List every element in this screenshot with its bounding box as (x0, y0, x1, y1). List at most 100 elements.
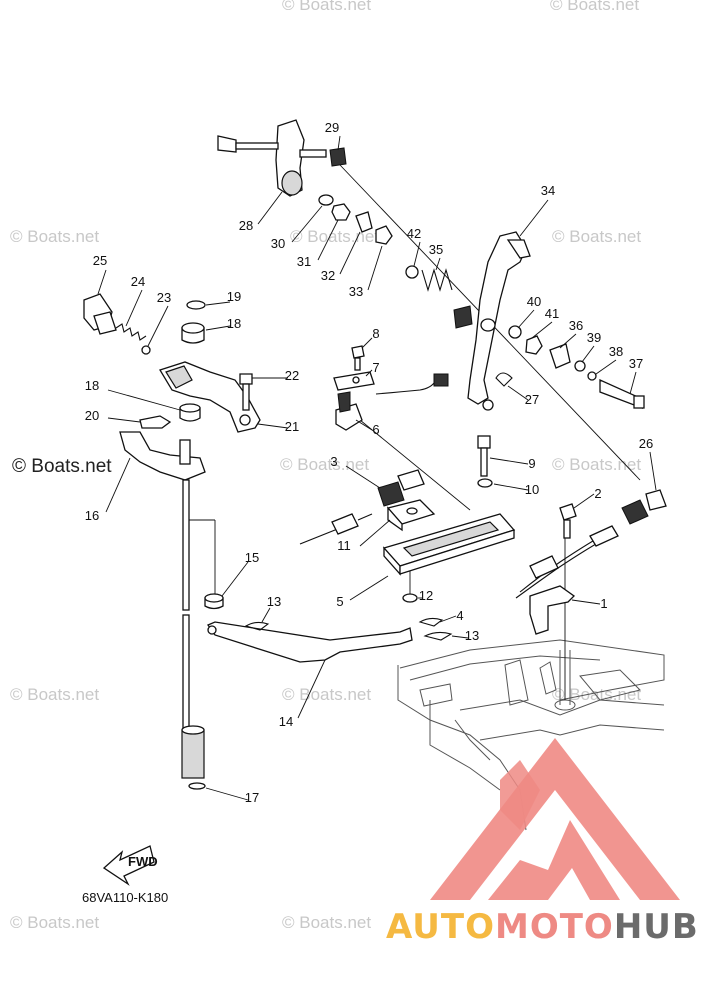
watermark-text: © Boats.net (10, 913, 99, 932)
callout-number: 24 (131, 274, 145, 289)
callout-leader-line (261, 607, 271, 623)
fwd-label: FWD (128, 854, 158, 869)
callout-leader-line (349, 575, 389, 601)
callout-number: 36 (569, 318, 583, 333)
watermark-text: © Boats.net (290, 227, 379, 246)
callout-leader-line (451, 635, 469, 639)
callout-number: 5 (336, 594, 343, 609)
fwd-arrow-icon: FWD (102, 845, 158, 886)
callout-number: 39 (587, 330, 601, 345)
callout-number: 27 (525, 392, 539, 407)
callout-leader-line (257, 423, 289, 429)
throttle-lever-assembly (217, 119, 667, 525)
callout-leader-line (507, 385, 529, 401)
callout-leader-line (367, 245, 383, 291)
callout-number: 13 (465, 628, 479, 643)
diagram-code: 68VA110-K180 (82, 890, 168, 905)
callout-number: 30 (271, 236, 285, 251)
callout-leader-line (365, 369, 373, 377)
callout-number: 19 (227, 289, 241, 304)
callout-number: 29 (325, 120, 339, 135)
callout-number: 35 (429, 242, 443, 257)
callout-number: 28 (239, 218, 253, 233)
callout-number: 21 (285, 419, 299, 434)
callout-leader-line (595, 359, 617, 375)
brand-hub-text: HUB (614, 907, 699, 947)
callout-number: 14 (279, 714, 293, 729)
callout-leader-line (435, 257, 441, 271)
callout-leader-line (359, 519, 391, 547)
callout-number: 1 (600, 596, 607, 611)
callout-leader-line (629, 371, 637, 395)
shift-rod-assembly (83, 293, 453, 790)
callout-number: 37 (629, 356, 643, 371)
watermark-text: © Boats.net (10, 685, 99, 704)
callout-number: 4 (456, 608, 463, 623)
callout-number: 10 (525, 482, 539, 497)
callout-leader-line (205, 301, 231, 306)
callout-number: 22 (285, 368, 299, 383)
callout-number: 8 (372, 326, 379, 341)
callout-leader-line (517, 309, 535, 329)
callout-leader-line (221, 561, 249, 597)
callout-leader-line (339, 231, 361, 275)
cable-bracket-assembly (299, 345, 619, 635)
callout-number: 32 (321, 268, 335, 283)
callout-number: 42 (407, 226, 421, 241)
callout-leader-line (559, 333, 577, 349)
callout-leader-line (489, 457, 529, 465)
callout-leader-line (205, 325, 231, 331)
callout-leader-line (493, 483, 529, 491)
callout-leader-line (531, 321, 553, 339)
automotohub-logo-mark (430, 738, 680, 900)
watermark-layer: © Boats.net © Boats.net © Boats.net © Boats… (10, 0, 641, 932)
callout-leader-line (439, 615, 457, 623)
callout-number: 6 (372, 422, 379, 437)
callout-number: 41 (545, 306, 559, 321)
callout-number: 34 (541, 183, 555, 198)
callout-number: 12 (419, 588, 433, 603)
callout-number: 7 (372, 360, 379, 375)
brand-moto-text: MOTO (495, 907, 614, 947)
callout-number: 23 (157, 290, 171, 305)
watermark-text: © Boats.net (280, 455, 369, 474)
callout-leader-line (125, 289, 143, 327)
callout-leader-line (345, 465, 381, 489)
callout-leader-line (361, 337, 373, 349)
callout-leader-line (107, 417, 141, 423)
watermark-text: © Boats.net (10, 227, 99, 246)
callout-leader-line (571, 599, 601, 605)
callout-number: 40 (527, 294, 541, 309)
callout-number: 15 (245, 550, 259, 565)
callout-leader-line (649, 451, 657, 491)
watermark-text: © Boats.net (552, 455, 641, 474)
callout-leader-line (205, 787, 249, 801)
callout-number: 16 (85, 508, 99, 523)
callout-leader-line (581, 345, 595, 363)
callout-leader-line (105, 457, 131, 513)
callout-leader-line (519, 199, 549, 237)
watermark-text: © Boats.net (282, 685, 371, 704)
watermark-text-emphasized: © Boats.net (12, 456, 112, 477)
callout-leader-line (317, 219, 339, 261)
callout-number: 2 (594, 486, 601, 501)
callout-number: 9 (528, 456, 535, 471)
callout-leader-line (337, 135, 341, 151)
callout-leader-line (355, 419, 373, 431)
brand-auto-text: AUTO (386, 907, 495, 947)
callout-number: 26 (639, 436, 653, 451)
callout-number: 18 (85, 378, 99, 393)
callout-leader-line (257, 191, 283, 225)
brand-wordmark: AUTOMOTOHUB (386, 907, 699, 947)
callout-number: 17 (245, 790, 259, 805)
watermark-text: © Boats.net (552, 227, 641, 246)
watermark-text: © Boats.net (282, 0, 371, 14)
callout-number: 18 (227, 316, 241, 331)
callout-number: 20 (85, 408, 99, 423)
watermark-text: © Boats.net (282, 913, 371, 932)
callout-number: 31 (297, 254, 311, 269)
callout-number: 33 (349, 284, 363, 299)
callout-number: 13 (267, 594, 281, 609)
callout-numbers: 1234567891011121313141516171818192021222… (85, 120, 657, 805)
